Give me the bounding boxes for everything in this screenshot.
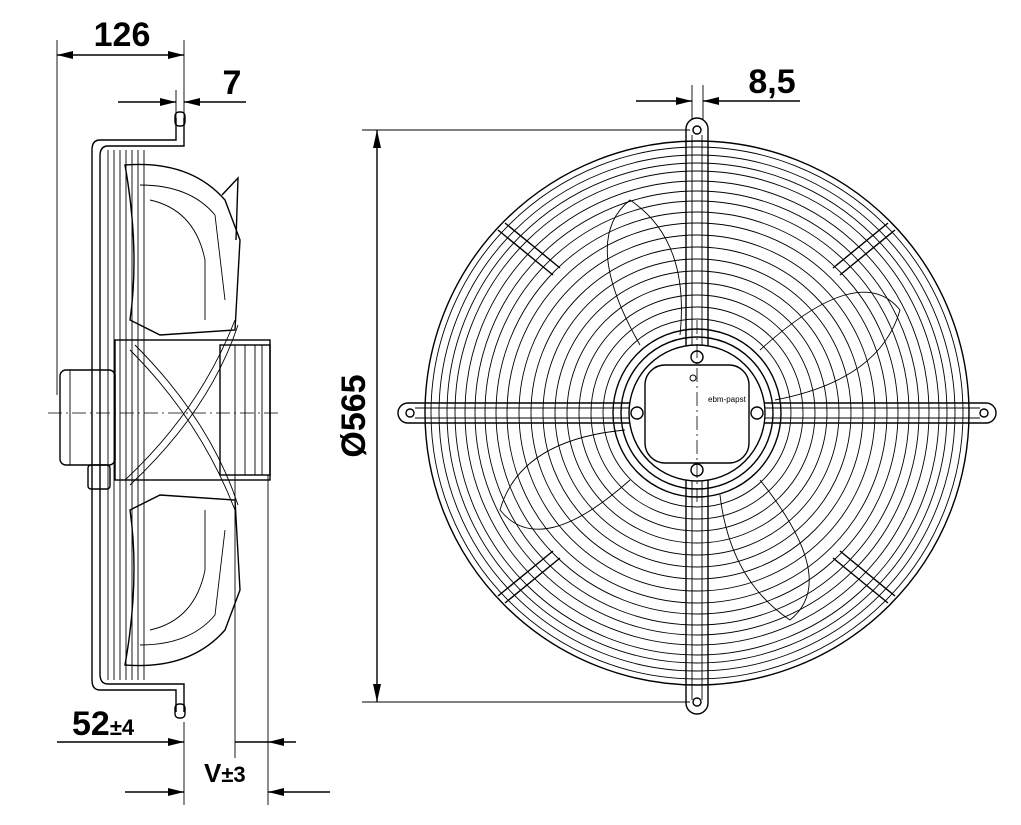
dim-52-tolerance: ±4 [110,715,135,740]
diagonal-struts [497,222,896,604]
dimension-7: 7 [118,64,246,106]
dim-diameter-label: Ø565 [335,374,373,457]
dimension-126: 126 [57,16,184,59]
guard-rings [424,140,970,686]
dimension-52: 52±4 [57,705,296,746]
dimension-8-5: 8,5 [636,63,800,120]
side-view: 126 7 [48,16,330,805]
dimension-v: V±3 [125,758,330,796]
fan-blades-front [499,199,901,621]
front-view: Ø565 8,5 [335,63,997,715]
dim-v-label: V [204,758,222,788]
dim-126-label: 126 [94,16,151,54]
dim-v-tolerance: ±3 [221,762,245,787]
lower-blade-side [124,494,241,667]
upper-blade-side [124,163,241,336]
dim-7-label: 7 [223,64,242,102]
dim-8-5-label: 8,5 [748,63,795,101]
hub-marking: ebm-papst [708,395,747,404]
motor-hub-front: ebm-papst [628,344,766,482]
svg-text:52±4: 52±4 [72,705,135,743]
terminal-box [59,369,116,466]
dim-52-label: 52 [72,705,110,743]
dimension-diameter: Ø565 [335,129,690,703]
guard-wires-side [107,150,145,680]
svg-text:V±3: V±3 [204,758,246,788]
